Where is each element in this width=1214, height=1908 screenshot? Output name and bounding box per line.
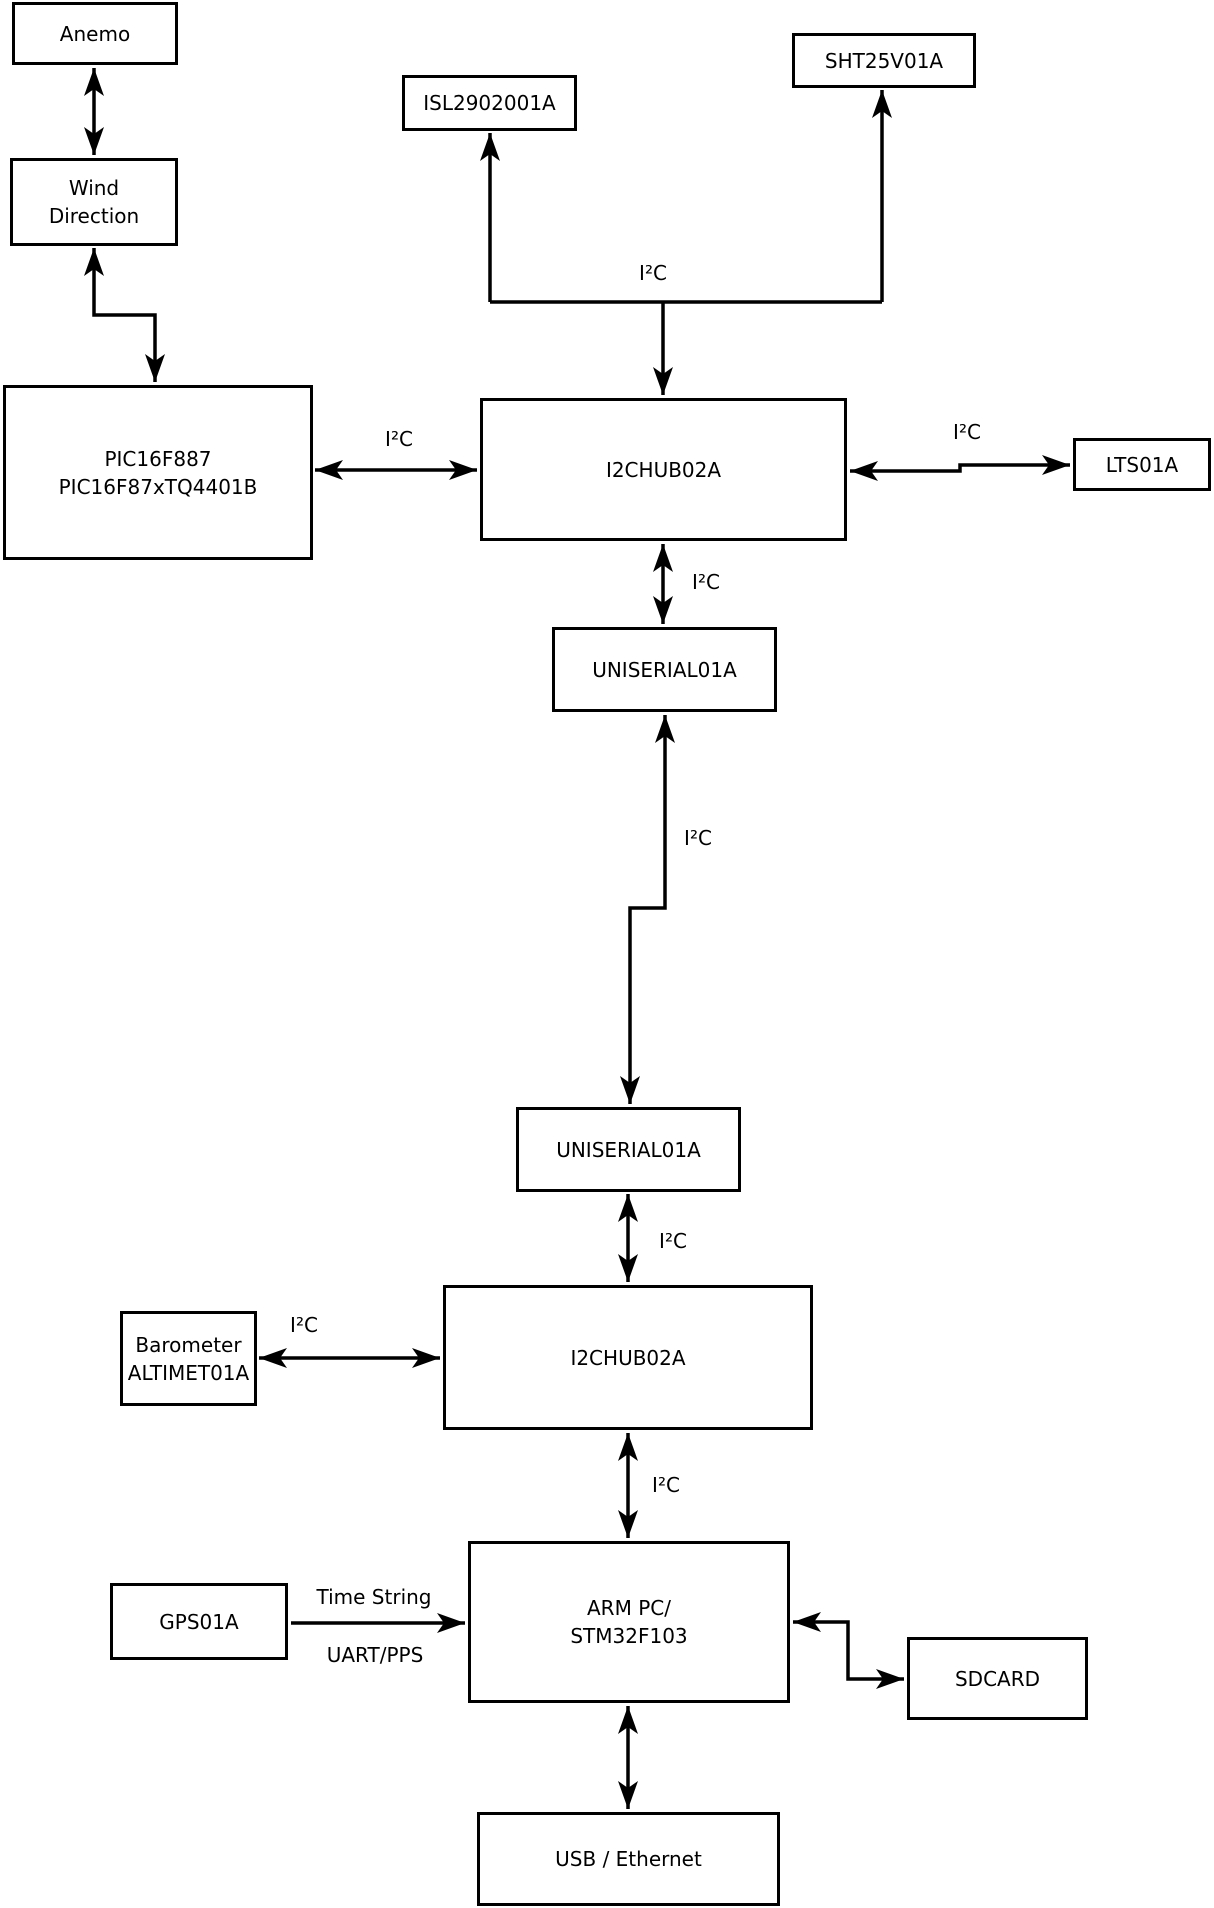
edge-label-i2c-hub-lts: I²C xyxy=(953,420,981,444)
edge-i2chub1-lts xyxy=(850,455,1070,481)
edge-label-i2c-hub-uniserial1: I²C xyxy=(692,570,720,594)
edge-label-i2c-uniserial-link: I²C xyxy=(684,826,712,850)
node-anemo: Anemo xyxy=(12,2,178,65)
node-isl2902001a: ISL2902001A xyxy=(402,75,577,131)
node-wind-direction: Wind Direction xyxy=(10,158,178,246)
edge-armpc-sdcard xyxy=(793,1612,904,1689)
node-gps01a: GPS01A xyxy=(110,1583,288,1660)
node-uniserial01a-top: UNISERIAL01A xyxy=(552,627,777,712)
edge-label-i2c-pic-hub: I²C xyxy=(385,427,413,451)
node-barometer-altimet01a: Barometer ALTIMET01A xyxy=(120,1311,257,1406)
edge-uniserial1-uniserial2 xyxy=(620,715,675,1104)
node-sdcard: SDCARD xyxy=(907,1637,1088,1720)
node-sht25v01a: SHT25V01A xyxy=(792,33,976,88)
edge-label-i2c-hub2-armpc: I²C xyxy=(652,1473,680,1497)
node-i2chub02a-bottom: I2CHUB02A xyxy=(443,1285,813,1430)
edge-label-i2c-barometer-hub2: I²C xyxy=(290,1313,318,1337)
edge-label-uart-pps: UART/PPS xyxy=(326,1643,424,1667)
edge-wind-pic xyxy=(84,248,165,382)
node-uniserial01a-bottom: UNISERIAL01A xyxy=(516,1107,741,1192)
node-lts01a: LTS01A xyxy=(1073,438,1211,491)
edge-label-i2c-bus-top: I²C xyxy=(639,261,667,285)
edge-label-time-string: Time String xyxy=(316,1585,432,1609)
edge-label-i2c-uniserial2-hub2: I²C xyxy=(659,1229,687,1253)
node-usb-ethernet: USB / Ethernet xyxy=(477,1812,780,1906)
node-pic16f887: PIC16F887 PIC16F87xTQ4401B xyxy=(3,385,313,560)
node-i2chub02a-top: I2CHUB02A xyxy=(480,398,847,541)
node-armpc-stm32f103: ARM PC/ STM32F103 xyxy=(468,1541,790,1703)
